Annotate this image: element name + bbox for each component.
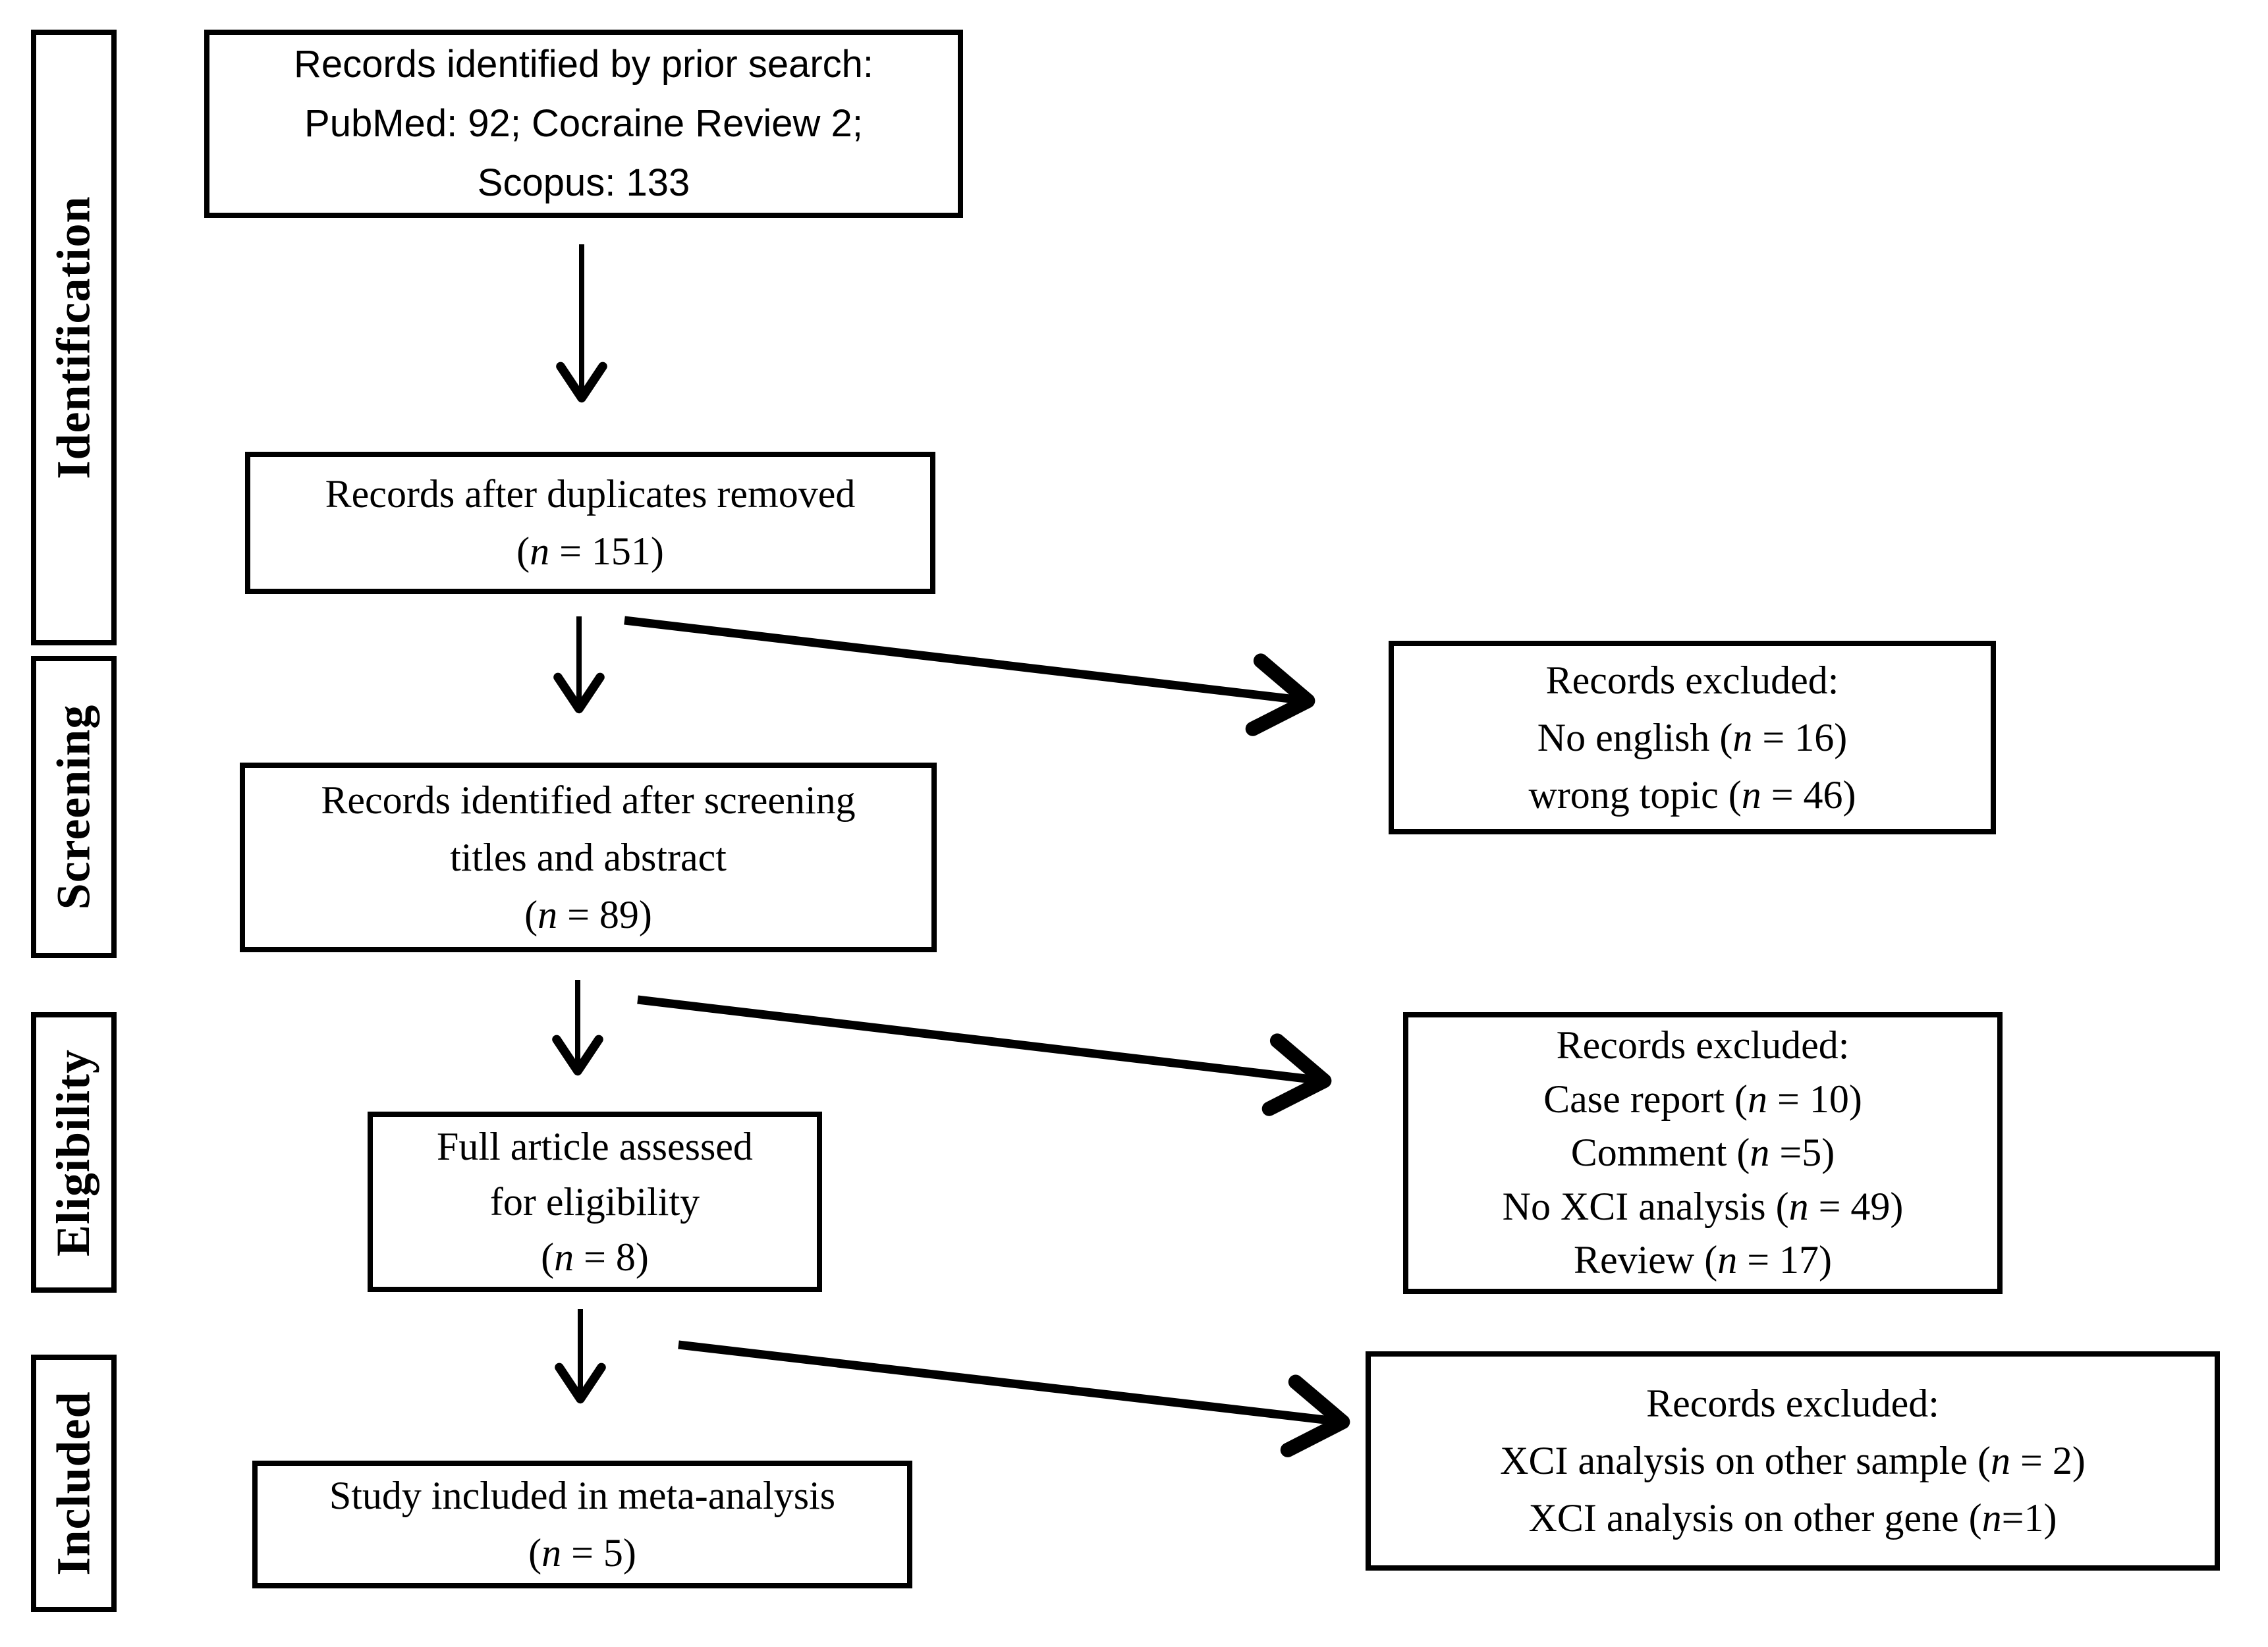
stage-label-eligibility: Eligibility xyxy=(47,1048,100,1256)
stage-label-identification: Identification xyxy=(47,196,100,479)
box-full-article-assessed: Full article assessed for eligibility (n =… xyxy=(368,1112,822,1292)
box-text-line: (n = 89) xyxy=(524,892,652,936)
box-text-line: Records identified after screening xyxy=(321,778,856,822)
box-text-line: (n = 8) xyxy=(541,1235,649,1279)
box-text-line: Records excluded: xyxy=(1646,1382,1939,1425)
box-text-line: Records excluded: xyxy=(1556,1023,1850,1067)
box-text-line: No XCI analysis (n = 49) xyxy=(1502,1184,1904,1228)
box-records-after-screening: Records identified after screening titles… xyxy=(240,763,937,952)
stage-label-included: Included xyxy=(47,1391,100,1576)
box-text-line: (n = 5) xyxy=(528,1531,636,1575)
box-text-line: (n = 151) xyxy=(516,529,664,573)
box-text-line: Records after duplicates removed xyxy=(325,472,856,516)
box-records-excluded-eligibility: Records excluded: Case report (n = 10) Com… xyxy=(1403,1012,2003,1294)
box-text-line: XCI analysis on other gene (n=1) xyxy=(1528,1496,2057,1540)
box-records-identified-prior-search: Records identified by prior search: PubMe… xyxy=(204,30,963,218)
arrow-dedup-to-excluded-1 xyxy=(624,616,1315,736)
stage-box-eligibility: Eligibility xyxy=(31,1012,117,1293)
box-records-excluded-included: Records excluded: XCI analysis on other s… xyxy=(1366,1351,2220,1571)
box-text-line: Case report (n = 10) xyxy=(1543,1077,1862,1121)
arrow-fulltext-to-excluded-3 xyxy=(678,1340,1350,1457)
box-text-line: XCI analysis on other sample (n = 2) xyxy=(1500,1439,2086,1482)
box-text-line: No english (n = 16) xyxy=(1537,715,1848,759)
box-records-after-duplicates-removed: Records after duplicates removed (n = 151… xyxy=(245,452,935,594)
box-text-line: Scopus: 133 xyxy=(477,161,690,204)
box-text-line: Review (n = 17) xyxy=(1573,1238,1833,1282)
box-text-line: titles and abstract xyxy=(450,835,727,879)
stage-label-screening: Screening xyxy=(47,704,100,910)
arrow-screened-to-excluded-2 xyxy=(637,995,1332,1116)
box-text-line: Records excluded: xyxy=(1545,658,1839,702)
stage-box-identification: Identification xyxy=(31,30,117,645)
box-text-line: wrong topic (n = 46) xyxy=(1528,772,1856,817)
box-text-line: Study included in meta-analysis xyxy=(329,1474,836,1517)
box-study-included-meta-analysis: Study included in meta-analysis (n = 5) xyxy=(252,1461,912,1588)
box-text-line: Comment (n =5) xyxy=(1570,1131,1835,1175)
box-text-line: PubMed: 92; Cocraine Review 2; xyxy=(304,102,863,146)
box-text-line: Full article assessed xyxy=(437,1125,753,1168)
stage-box-included: Included xyxy=(31,1355,117,1612)
box-text-line: for eligibility xyxy=(489,1180,700,1224)
box-records-excluded-screening: Records excluded: No english (n = 16) wron… xyxy=(1389,641,1996,834)
stage-box-screening: Screening xyxy=(31,656,117,958)
box-text-line: Records identified by prior search: xyxy=(293,43,874,86)
